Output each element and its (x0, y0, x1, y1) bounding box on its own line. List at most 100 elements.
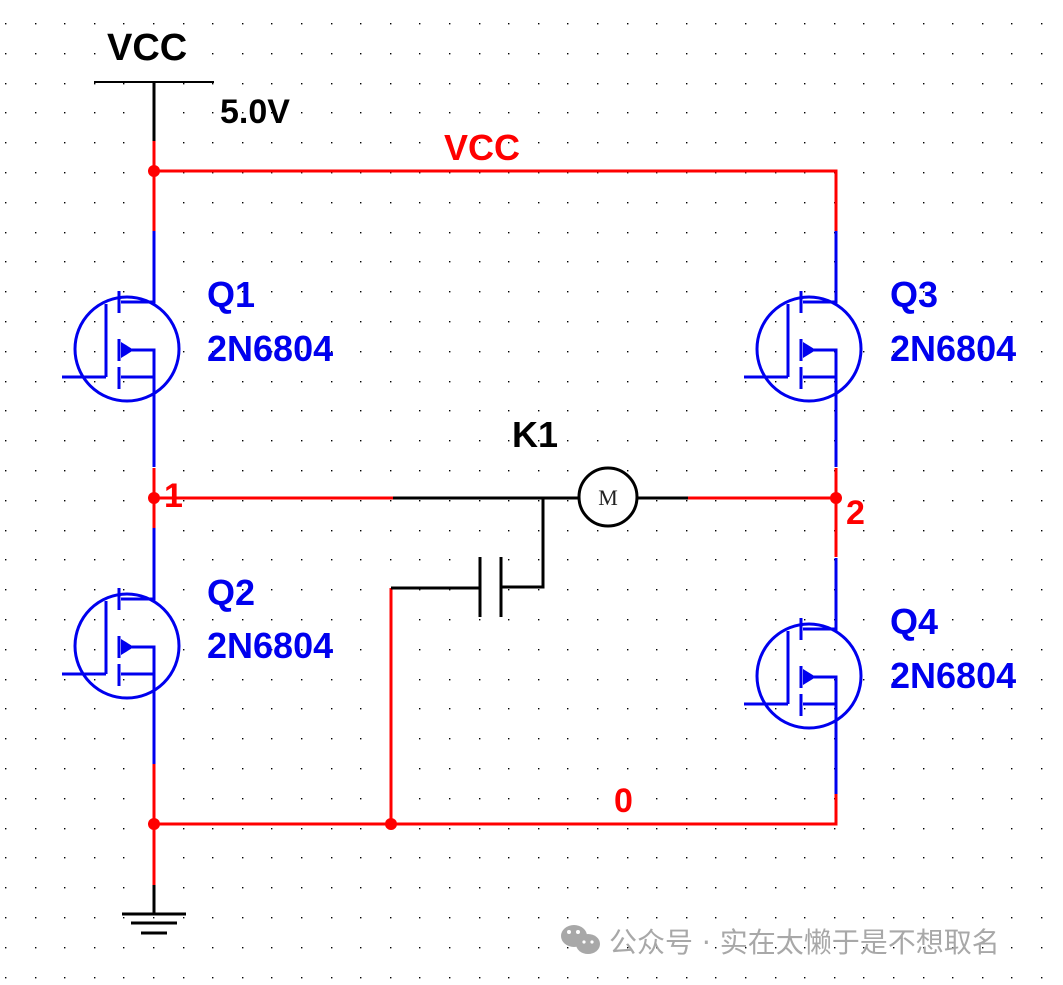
grid-dot (923, 23, 925, 25)
grid-dot (35, 887, 37, 889)
grid-dot (153, 23, 155, 25)
grid-dot (597, 112, 599, 114)
grid-dot (64, 351, 66, 353)
grid-dot (745, 202, 747, 204)
mosfet-q1[interactable]: Q1 2N6804 (60, 229, 333, 469)
grid-dot (567, 261, 569, 263)
grid-dot (331, 828, 333, 830)
grid-dot (863, 977, 865, 979)
grid-dot (893, 440, 895, 442)
grid-dot (5, 351, 7, 353)
grid-dot (1041, 619, 1043, 621)
grid-dot (1041, 351, 1043, 353)
grid-dot (271, 470, 273, 472)
grid-dot (479, 202, 481, 204)
grid-dot (183, 410, 185, 412)
grid-dot (715, 887, 717, 889)
grid-dot (5, 619, 7, 621)
grid-dot (123, 232, 125, 234)
grid-dot (627, 142, 629, 144)
grid-dot (804, 261, 806, 263)
grid-dot (538, 470, 540, 472)
grid-dot (360, 649, 362, 651)
mosfet-q4[interactable]: Q4 2N6804 (742, 556, 1016, 796)
grid-dot (627, 887, 629, 889)
grid-dot (183, 530, 185, 532)
grid-dot (1011, 142, 1013, 144)
grid-dot (123, 559, 125, 561)
grid-dot (686, 589, 688, 591)
grid-dot (627, 172, 629, 174)
grid-dot (449, 112, 451, 114)
vcc-source[interactable]: VCC 5.0V (94, 27, 290, 141)
grid-dot (567, 798, 569, 800)
motor-k1[interactable]: K1 M (393, 414, 688, 528)
grid-dot (982, 261, 984, 263)
grid-dot (419, 589, 421, 591)
grid-dot (271, 410, 273, 412)
grid-dot (123, 440, 125, 442)
grid-dot (627, 291, 629, 293)
grid-dot (775, 381, 777, 383)
grid-dot (419, 23, 421, 25)
grid-dot (479, 798, 481, 800)
grid-dot (390, 112, 392, 114)
grid-dot (508, 83, 510, 85)
grid-dot (538, 917, 540, 919)
grid-dot (627, 261, 629, 263)
grid-dot (183, 828, 185, 830)
grid-dot (923, 559, 925, 561)
grid-dot (923, 798, 925, 800)
grid-dot (656, 261, 658, 263)
grid-dot (567, 887, 569, 889)
grid-dot (686, 500, 688, 502)
grid-dot (952, 619, 954, 621)
grid-dot (94, 947, 96, 949)
grid-dot (212, 172, 214, 174)
grid-dot (715, 202, 717, 204)
grid-dot (597, 291, 599, 293)
grid-dot (242, 738, 244, 740)
grid-dot (597, 768, 599, 770)
grid-dot (1041, 708, 1043, 710)
grid-dot (715, 530, 717, 532)
grid-dot (35, 798, 37, 800)
grid-dot (1041, 202, 1043, 204)
grid-dot (597, 530, 599, 532)
grid-dot (508, 679, 510, 681)
mosfet-q3[interactable]: Q3 2N6804 (742, 229, 1016, 469)
grid-dot (567, 559, 569, 561)
grid-dot (94, 232, 96, 234)
ground-icon[interactable] (122, 885, 186, 935)
grid-dot (479, 947, 481, 949)
capacitor[interactable] (391, 498, 545, 617)
grid-dot (331, 589, 333, 591)
grid-dot (301, 768, 303, 770)
grid-dot (656, 768, 658, 770)
wire-gnd-bottom[interactable] (154, 794, 838, 826)
grid-dot (656, 977, 658, 979)
grid-dot (715, 232, 717, 234)
grid-dot (242, 679, 244, 681)
grid-dot (94, 410, 96, 412)
grid-dot (1041, 410, 1043, 412)
grid-dot (419, 351, 421, 353)
mosfet-q1-part: 2N6804 (207, 328, 333, 369)
grid-dot (479, 887, 481, 889)
grid-dot (153, 917, 155, 919)
grid-dot (5, 559, 7, 561)
grid-dot (390, 887, 392, 889)
grid-dot (597, 977, 599, 979)
grid-dot (390, 261, 392, 263)
wire-vcc-top[interactable] (154, 169, 838, 231)
grid-dot (449, 83, 451, 85)
grid-dot (479, 23, 481, 25)
grid-dot (419, 649, 421, 651)
grid-dot (834, 857, 836, 859)
grid-dot (479, 321, 481, 323)
mosfet-q2[interactable]: Q2 2N6804 (60, 526, 333, 766)
grid-dot (686, 619, 688, 621)
grid-dot (863, 23, 865, 25)
grid-dot (656, 83, 658, 85)
grid-dot (449, 768, 451, 770)
